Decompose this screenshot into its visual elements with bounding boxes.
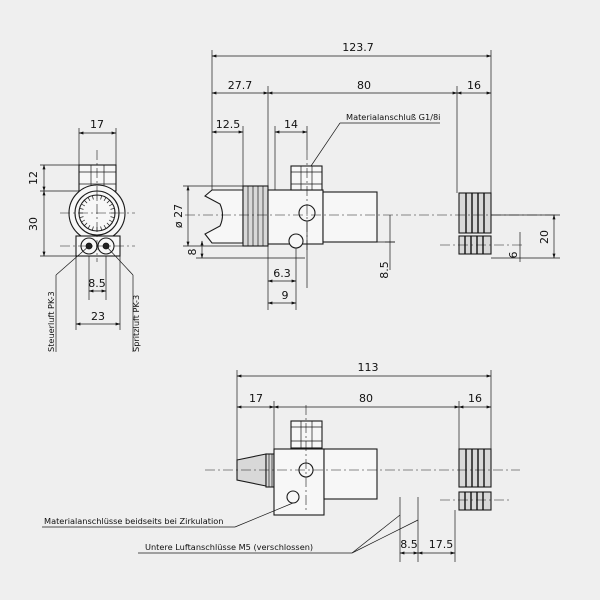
dim-27-7: 27.7 bbox=[228, 79, 253, 92]
dial-tick bbox=[103, 197, 107, 202]
dim-end-17: 17 bbox=[90, 118, 104, 131]
side-view-top: 123.7 27.7 80 16 12.5 14 Materialanschlu… bbox=[172, 41, 560, 310]
dial-tick bbox=[103, 224, 107, 229]
dial-tick bbox=[110, 208, 115, 210]
dial-tick bbox=[106, 200, 110, 204]
dim-20: 20 bbox=[538, 230, 551, 244]
dim-overall-113: 113 bbox=[358, 361, 379, 374]
label-spritzluft: Spritzluft PK-3 bbox=[131, 295, 141, 352]
note-lower-air-ports: Untere Luftanschlüsse M5 (verschlossen) bbox=[145, 542, 313, 552]
rear-body bbox=[322, 191, 378, 243]
dim-14: 14 bbox=[284, 118, 298, 131]
dim-8-5-bottom: 8.5 bbox=[400, 538, 418, 551]
dim-end-12: 12 bbox=[27, 171, 40, 185]
rear-cap bbox=[458, 192, 492, 234]
dial-tick bbox=[81, 219, 86, 223]
dial-tick bbox=[87, 197, 91, 202]
dim-8-5-vertical: 8.5 bbox=[378, 261, 391, 279]
dim-9: 9 bbox=[282, 289, 289, 302]
dial-tick bbox=[110, 216, 115, 218]
dim-16-top: 16 bbox=[467, 79, 481, 92]
end-view-ticks bbox=[79, 195, 115, 231]
label-materialanschluss: Materialanschluß G1/8i bbox=[346, 112, 440, 122]
label-steuerluft: Steuerluft PK-3 bbox=[46, 291, 56, 352]
dial-tick bbox=[79, 208, 84, 210]
material-connector-nut bbox=[290, 165, 323, 191]
dial-tick bbox=[87, 224, 91, 229]
side-view-bottom: 113 17 80 16 8.5 17.5 Materialanschlüsse… bbox=[42, 361, 520, 562]
dim-16-bottom: 16 bbox=[468, 392, 482, 405]
dim-8: 8 bbox=[186, 249, 199, 256]
rear-body-bottom bbox=[323, 448, 378, 500]
dial-tick bbox=[108, 219, 113, 223]
front-block-bottom bbox=[273, 448, 325, 516]
dim-end-8-5: 8.5 bbox=[88, 277, 106, 290]
dial-tick bbox=[84, 222, 88, 226]
dial-tick bbox=[106, 222, 110, 226]
material-port-bottom-2 bbox=[286, 490, 300, 504]
dial-tick bbox=[81, 203, 86, 207]
dim-12-5: 12.5 bbox=[216, 118, 241, 131]
dim-6-3: 6.3 bbox=[273, 267, 291, 280]
knurled-ring bbox=[242, 185, 269, 247]
end-view: 17 12 30 8.5 23 Steuerluft PK-3 Spritzlu… bbox=[27, 118, 141, 352]
dial-tick bbox=[84, 200, 88, 204]
dim-end-30: 30 bbox=[27, 217, 40, 231]
dial-tick bbox=[92, 195, 94, 200]
dim-diameter-27: ø 27 bbox=[172, 204, 185, 228]
dim-6: 6 bbox=[507, 252, 520, 259]
note-material-ports: Materialanschlüsse beidseits bei Zirkula… bbox=[44, 516, 223, 526]
dial-tick bbox=[100, 195, 102, 200]
dim-17-5: 17.5 bbox=[429, 538, 454, 551]
dim-overall-123-7: 123.7 bbox=[342, 41, 374, 54]
mounting-hole bbox=[288, 233, 304, 249]
knurled-ring-lines bbox=[247, 186, 264, 246]
nozzle-ring bbox=[265, 453, 275, 488]
air-fitting-bottom bbox=[458, 491, 492, 511]
material-connector-nut-bottom bbox=[290, 420, 323, 449]
nozzle-cap bbox=[204, 189, 244, 244]
dim-17-bottom: 17 bbox=[249, 392, 263, 405]
dim-end-23: 23 bbox=[91, 310, 105, 323]
dim-80-top: 80 bbox=[357, 79, 371, 92]
dial-tick bbox=[79, 216, 84, 218]
dial-tick bbox=[100, 226, 102, 231]
rear-cap-bottom bbox=[458, 448, 492, 488]
dial-tick bbox=[108, 203, 113, 207]
dim-80-bottom: 80 bbox=[359, 392, 373, 405]
dial-tick bbox=[92, 226, 94, 231]
